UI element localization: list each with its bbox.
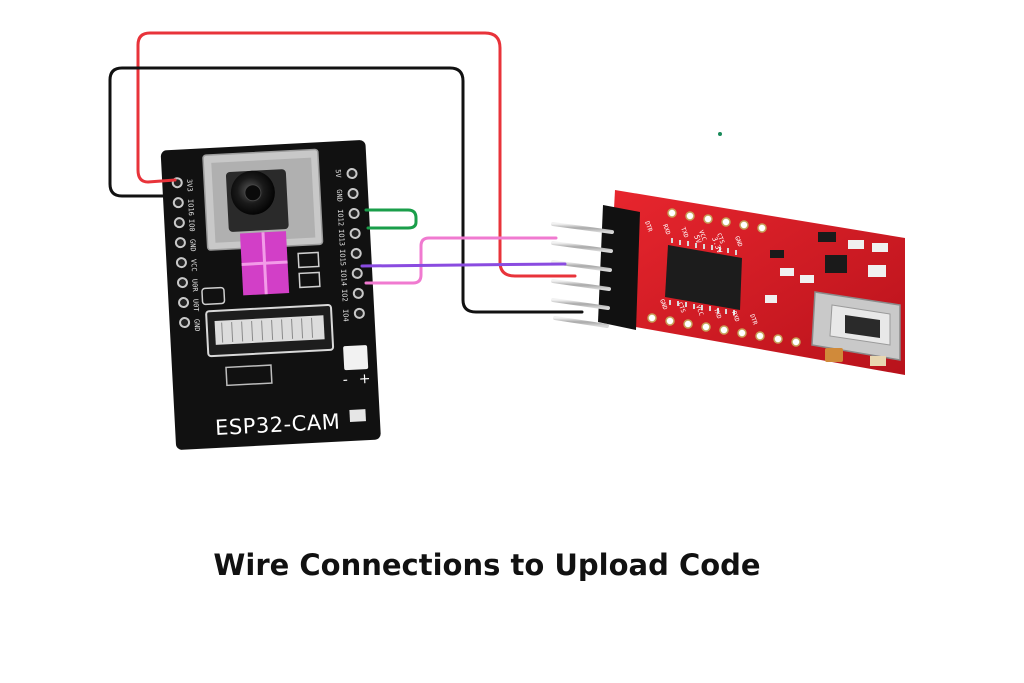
esp32-right-pin-label-io14: IO14 [339,269,348,286]
ftdi-chip [665,245,742,310]
wire-red [136,31,577,278]
ftdi-bottom-pin-label-cts: CTS [676,301,686,314]
esp32-logo [349,409,366,422]
esp32-left-pin-label-gnd: GND [188,239,197,252]
ftdi-bottom-pin-label-gnd: GND [658,298,668,311]
ftdi-top-pin-label-gnd: GND [733,235,743,248]
ftdi-bottom-pin-label-rxd: RXD [730,310,740,323]
esp32-right-pin-label-gnd: GND [335,189,344,202]
esp32-right-pin-label-io15: IO15 [338,249,347,266]
ftdi-pin-header [598,205,640,330]
stray-dot [718,132,722,136]
ftdi-bottom-pin-label-txd: TXD [712,307,722,320]
ftdi-bottom-holes [647,313,801,347]
esp32-left-pin-label-io0: IO0 [187,219,196,232]
esp32-right-pin-label-io12: IO12 [336,209,345,226]
ftdi-bottom-pin-labels: GND CTS VCC TXD RXD DTR [658,298,758,326]
esp32-right-header [346,168,365,319]
wire-purple [360,262,567,268]
esp32-right-pin-label-io13: IO13 [337,229,346,246]
flash-led [343,345,369,371]
ftdi-top-pin-label-rxd: RXD [661,223,671,236]
ftdi-top-holes [667,208,767,233]
esp32-left-pin-label-vcc: VCC [189,259,198,272]
ftdi-top-pin-label-txd: TXD [679,226,689,239]
esp32-left-pin-label-u0r: U0R [190,279,199,293]
ftdi-top-pin-label-cts: CTS [715,232,725,245]
wire-green [364,208,418,230]
esp32-left-pin-label-u0t: U0T [191,299,200,313]
ftdi-bottom-pin-label-dtr: DTR [748,313,758,326]
esp32-right-pin-label-io4: IO4 [341,309,350,322]
ftdi-bottom-pin-label-vcc: VCC [694,304,704,317]
esp32-right-pin-label-io2: IO2 [340,289,349,302]
ftdi-top-pin-labels: DTR RXD TXD VCC CTS GND [643,220,743,248]
ftdi-top-pin-label-dtr: DTR [643,220,653,233]
wire-black [108,66,584,314]
esp32-left-pin-label-gnd: GND [192,319,201,332]
power-plus-mark: + [358,371,371,388]
wires [108,31,584,314]
wire-pink [364,236,558,285]
esp32-left-header [171,177,191,329]
esp32-left-pin-label-io16: IO16 [186,199,195,216]
diagram-caption: Wire Connections to Upload Code [213,548,761,582]
esp32-right-pin-label-5v: 5V [334,169,342,179]
ftdi-top-pin-label-vcc: VCC [697,229,707,242]
power-minus-mark: - [342,372,348,388]
ftdi-label-5v: 5V [692,234,703,245]
esp32-left-pin-label-3v3: 3V3 [185,179,194,192]
ftdi-header-pins [551,222,614,328]
